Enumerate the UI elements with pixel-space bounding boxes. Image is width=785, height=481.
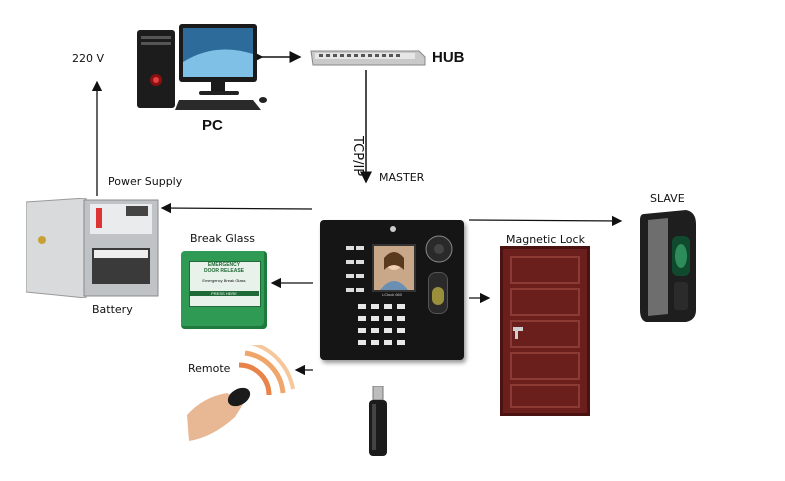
slave-reader: [638, 210, 700, 324]
remote-control: [183, 345, 295, 443]
master-label: MASTER: [379, 171, 425, 184]
usb-drive: [365, 386, 391, 458]
pc-label: PC: [202, 117, 223, 134]
break-glass-panel: [189, 261, 261, 307]
terminal-nav-pad: [425, 235, 453, 263]
pc-icon: [137, 24, 267, 110]
remote-label: Remote: [188, 362, 231, 375]
terminal-caption: i-Clock 660: [381, 292, 402, 297]
network-hub: [309, 43, 427, 69]
camera-dot: [390, 226, 396, 232]
tcpip-label: TCP/IP: [350, 136, 365, 177]
hub-icon: [310, 50, 426, 66]
fingerprint-sensor: [428, 272, 448, 314]
door: [500, 246, 590, 416]
master-terminal: i-Clock 660: [320, 220, 464, 360]
voltage-label: 220 V: [72, 52, 105, 65]
door-panels-icon: [510, 256, 580, 408]
battery-label: Battery: [92, 303, 133, 316]
slave-reader-icon: [640, 210, 696, 322]
break-glass-text-1: EMERGENCY: [207, 262, 241, 268]
hub-label: HUB: [432, 49, 465, 66]
person-photo-icon: [374, 246, 414, 290]
break-glass-text-3: Emergency Break Glass: [202, 278, 246, 283]
terminal-keypad: [358, 304, 405, 345]
break-glass-label: Break Glass: [190, 232, 255, 245]
terminal-screen: [372, 244, 416, 292]
break-glass-text-4: PRESS HERE: [189, 291, 259, 296]
remote-icon: [187, 345, 295, 441]
power-supply-label: Power Supply: [108, 175, 183, 188]
usb-drive-icon: [369, 386, 387, 456]
break-glass-unit: EMERGENCY DOOR RELEASE Emergency Break G…: [181, 251, 267, 329]
power-supply-box: [26, 198, 160, 298]
power-supply-enclosure-icon: [26, 198, 159, 298]
slave-label: SLAVE: [650, 192, 685, 205]
magnetic-lock-label: Magnetic Lock: [506, 233, 585, 246]
pc-computer: [135, 22, 267, 114]
terminal-left-keys: [346, 246, 364, 292]
break-glass-text-2: DOOR RELEASE: [203, 268, 244, 274]
power-supply-link: [160, 202, 313, 214]
slave-link: [468, 215, 623, 227]
